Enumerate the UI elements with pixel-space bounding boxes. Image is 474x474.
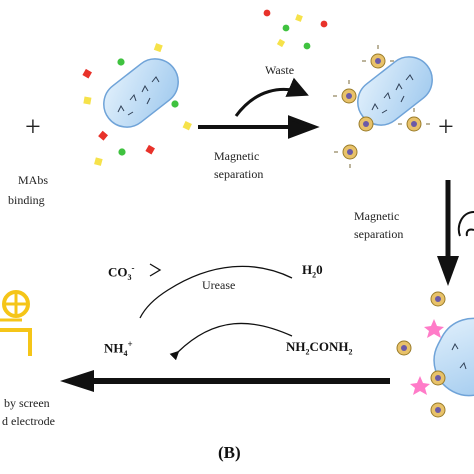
- bacterium-3: [433, 317, 474, 397]
- urease-label: Urease: [202, 278, 236, 292]
- arrow-right-main: [198, 115, 320, 139]
- plus-sign-left: +: [25, 112, 41, 143]
- bacterium-1: [103, 58, 179, 128]
- particle-dots-1: [82, 43, 192, 166]
- magnetic-label-2: Magnetic: [354, 209, 400, 223]
- water-label: H20: [302, 262, 323, 280]
- screen-label-1: by screen: [4, 396, 50, 410]
- binding-label: binding: [8, 193, 45, 207]
- magnetic-beads-2: [333, 45, 430, 168]
- separation-label-1: separation: [214, 167, 264, 181]
- electrode-icon: [0, 290, 32, 356]
- arrow-down-head: [437, 256, 459, 286]
- panel-label: (B): [218, 443, 241, 462]
- bacterium-2: [357, 56, 433, 126]
- waste-dots: [263, 9, 328, 50]
- ammonium-label: NH4+: [104, 339, 133, 358]
- urea-label: NH2CONH2: [286, 339, 353, 357]
- screen-label-2: d electrode: [2, 414, 55, 428]
- magnetic-beads-3: [396, 291, 446, 418]
- magnet-partial: [457, 211, 474, 237]
- waste-label: Waste: [265, 63, 295, 77]
- urease-curves: [139, 263, 293, 361]
- carbonate-label: CO3-: [108, 263, 135, 282]
- magnetic-label-1: Magnetic: [214, 149, 260, 163]
- plus-sign-right: +: [438, 112, 454, 143]
- arrow-left-head: [60, 370, 94, 392]
- arrow-waste: [234, 77, 309, 117]
- separation-label-2: separation: [354, 227, 404, 241]
- mabs-label: MAbs: [18, 173, 49, 187]
